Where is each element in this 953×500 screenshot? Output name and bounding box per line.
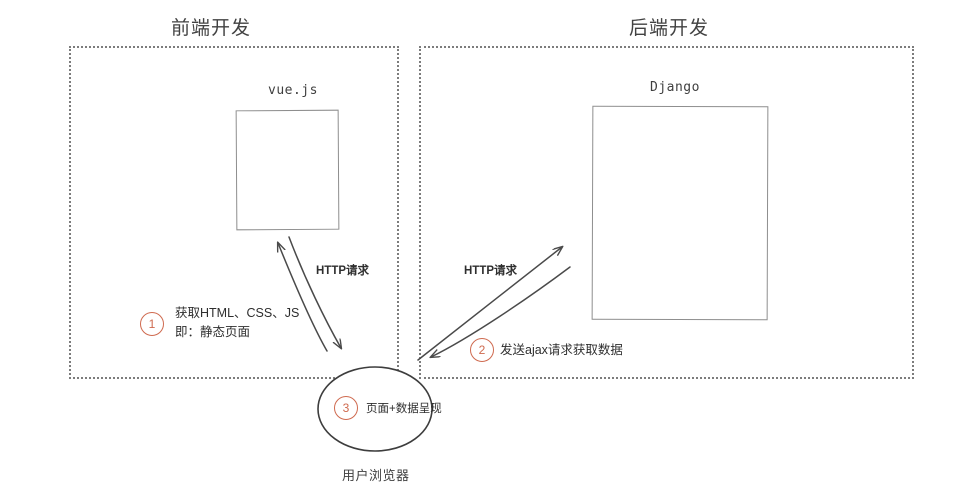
user-browser-caption: 用户浏览器	[342, 468, 410, 483]
django-box	[591, 105, 769, 321]
frontend-zone-title: 前端开发	[171, 18, 252, 39]
frontend-zone-boundary	[69, 46, 399, 379]
http-request-label-frontend: HTTP请求	[316, 265, 370, 277]
step-2-badge: 2	[470, 338, 494, 362]
backend-zone-title: 后端开发	[629, 18, 710, 39]
backend-zone-boundary	[419, 46, 914, 379]
step-3-text: 页面+数据呈现	[366, 403, 442, 415]
vuejs-box	[235, 109, 340, 231]
step-3-badge: 3	[334, 396, 358, 420]
django-box-label: Django	[650, 80, 700, 95]
http-request-label-backend: HTTP请求	[464, 265, 518, 277]
step-2-text: 发送ajax请求获取数据	[500, 343, 623, 357]
vuejs-box-label: vue.js	[268, 83, 318, 98]
step-1-badge: 1	[140, 312, 164, 336]
